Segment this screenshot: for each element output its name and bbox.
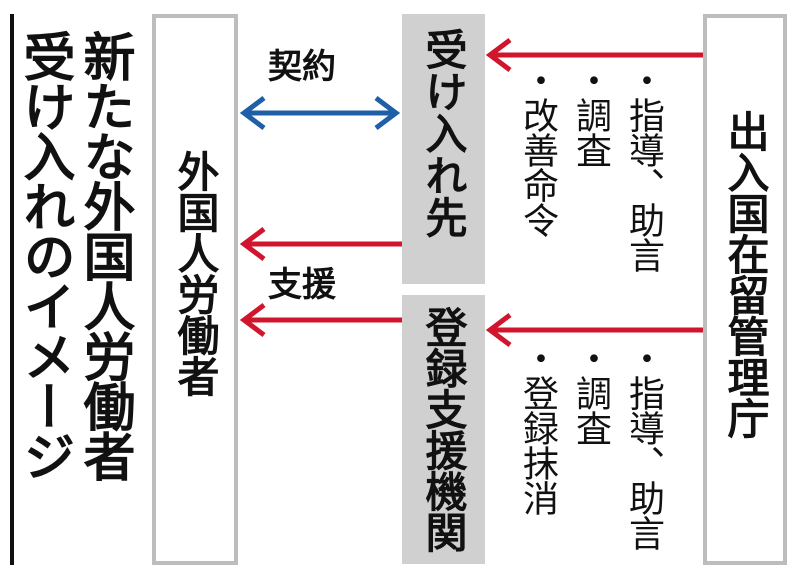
foreign-workers-box <box>152 14 238 565</box>
contract-label: 契約 <box>268 47 336 87</box>
host-label: 受け入れ先 <box>419 28 468 238</box>
title-line-1: 新たな外国人労働者 <box>74 30 134 480</box>
arrow-agency-to-registered <box>485 313 703 347</box>
arrow-contract-double <box>239 96 401 130</box>
registered-duty-item: ・登録抹消 <box>517 340 558 515</box>
host-duty-item: ・改善命令 <box>517 62 558 237</box>
immigration-agency-label: 出入国在留管理庁 <box>721 110 770 438</box>
immigration-agency-box <box>703 14 787 565</box>
arrow-agency-to-host <box>485 38 703 72</box>
arrow-host-to-foreign <box>239 227 402 261</box>
host-duty-item: ・調査 <box>570 62 611 167</box>
title-line-2: 受け入れのイメージ <box>14 30 74 480</box>
left-rule <box>10 14 14 565</box>
registered-support-label: 登録支援機関 <box>419 306 468 552</box>
arrow-registered-to-foreign <box>239 303 402 337</box>
registered-support-box <box>402 295 485 564</box>
foreign-workers-label: 外国人労働者 <box>171 150 220 396</box>
host-duty-item: ・指導、助言 <box>623 62 664 272</box>
registered-duty-item: ・調査 <box>570 340 611 445</box>
registered-duty-item: ・指導、助言 <box>623 340 664 550</box>
host-box <box>402 14 485 284</box>
support-label: 支援 <box>268 265 336 305</box>
